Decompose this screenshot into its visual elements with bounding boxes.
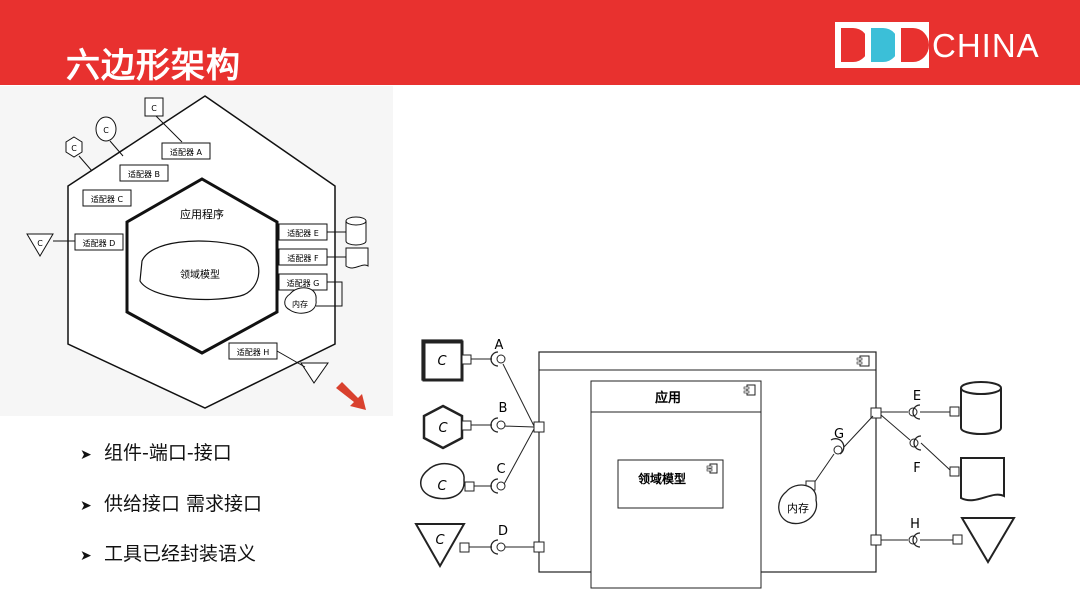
hexagonal-architecture-diagram: 应用程序 领域模型 适配器 A 适配器 B 适配器 C 适配器 D 适配器 E … bbox=[26, 95, 369, 409]
hex-database-icon bbox=[345, 216, 367, 246]
hex-client-oval: C bbox=[95, 116, 117, 142]
component-diagram: 应用 领域模型 C A C B C C bbox=[414, 338, 1016, 589]
hex-client-triangle: C bbox=[26, 233, 54, 257]
svg-text:适配器 A: 适配器 A bbox=[170, 147, 203, 157]
hex-memory-blob: 内存 bbox=[284, 287, 317, 314]
port-left-1 bbox=[533, 421, 545, 433]
database-icon bbox=[960, 381, 1002, 435]
port-label-a: A bbox=[495, 338, 504, 353]
port-label-g: G bbox=[834, 427, 844, 442]
port-label-e: E bbox=[913, 389, 921, 404]
hex-adapter-b: 适配器 B bbox=[119, 164, 169, 182]
port-right-2 bbox=[870, 534, 882, 546]
hex-adapter-f: 适配器 F bbox=[278, 248, 328, 266]
page-title: 六边形架构 bbox=[66, 46, 241, 86]
bullet-item: ➤供给接口 需求接口 bbox=[80, 493, 263, 515]
svg-text:适配器 B: 适配器 B bbox=[128, 169, 160, 179]
port-left-2 bbox=[533, 541, 545, 553]
port-label-h: H bbox=[910, 517, 920, 532]
memory-blob: 内存 bbox=[778, 484, 818, 525]
hex-document-icon bbox=[345, 247, 369, 269]
svg-text:适配器 E: 适配器 E bbox=[287, 228, 319, 238]
app-label: 应用 bbox=[655, 390, 681, 406]
client-blob: C bbox=[420, 462, 475, 500]
chevron-right-icon: ➤ bbox=[80, 447, 92, 463]
svg-text:适配器 H: 适配器 H bbox=[237, 347, 270, 357]
client-triangle: C bbox=[414, 523, 466, 569]
svg-text:C: C bbox=[71, 144, 77, 153]
svg-text:C: C bbox=[437, 354, 447, 369]
svg-text:适配器 C: 适配器 C bbox=[91, 194, 124, 204]
svg-text:C: C bbox=[103, 126, 109, 135]
svg-text:适配器 G: 适配器 G bbox=[287, 278, 320, 288]
hex-domain-blob bbox=[139, 240, 260, 301]
bullet-item: ➤组件-端口-接口 bbox=[80, 442, 232, 464]
svg-text:C: C bbox=[435, 533, 445, 548]
hex-client-square: C bbox=[144, 97, 164, 117]
bullet-item: ➤工具已经封装语义 bbox=[80, 543, 257, 565]
client-triangle-right bbox=[960, 517, 1016, 564]
svg-text:C: C bbox=[438, 421, 448, 436]
app-component-icon bbox=[743, 384, 756, 396]
hex-adapter-e: 适配器 E bbox=[278, 223, 328, 241]
client-hexagon: C bbox=[422, 404, 472, 450]
domain-label: 领域模型 bbox=[638, 471, 686, 486]
hex-client-triangle-h bbox=[300, 362, 329, 384]
chevron-right-icon: ➤ bbox=[80, 498, 92, 514]
hexagonal-architecture-image: 应用程序 领域模型 适配器 A 适配器 B 适配器 C 适配器 D 适配器 E … bbox=[0, 86, 393, 416]
domain-component-icon bbox=[706, 463, 718, 474]
client-square: C bbox=[421, 339, 472, 382]
port-label-c: C bbox=[496, 462, 505, 477]
hex-adapter-d: 适配器 D bbox=[74, 233, 124, 251]
dddchina-logo bbox=[835, 22, 929, 68]
svg-text:适配器 F: 适配器 F bbox=[287, 253, 319, 263]
document-icon bbox=[960, 457, 1005, 502]
port-label-b: B bbox=[499, 401, 508, 416]
red-arrow-icon bbox=[336, 382, 366, 410]
hex-adapter-a: 适配器 A bbox=[161, 142, 211, 160]
port-label-d: D bbox=[498, 524, 508, 539]
logo-text: CHINA bbox=[932, 27, 1040, 64]
svg-text:C: C bbox=[37, 239, 43, 248]
domain-component bbox=[617, 459, 724, 509]
port-right-1 bbox=[870, 407, 882, 419]
svg-text:内存: 内存 bbox=[292, 299, 308, 309]
hex-client-hexagon: C bbox=[65, 136, 83, 158]
component-icon bbox=[856, 355, 870, 367]
hex-adapter-h: 适配器 H bbox=[228, 342, 278, 360]
svg-text:内存: 内存 bbox=[787, 501, 809, 515]
chevron-right-icon: ➤ bbox=[80, 548, 92, 564]
hex-adapter-c: 适配器 C bbox=[82, 189, 132, 207]
hex-app-label: 应用程序 bbox=[180, 207, 224, 221]
svg-text:适配器 D: 适配器 D bbox=[83, 238, 116, 248]
svg-text:C: C bbox=[437, 479, 447, 494]
hex-domain-label: 领域模型 bbox=[180, 268, 220, 281]
svg-text:C: C bbox=[151, 104, 157, 113]
port-label-f: F bbox=[913, 461, 920, 476]
